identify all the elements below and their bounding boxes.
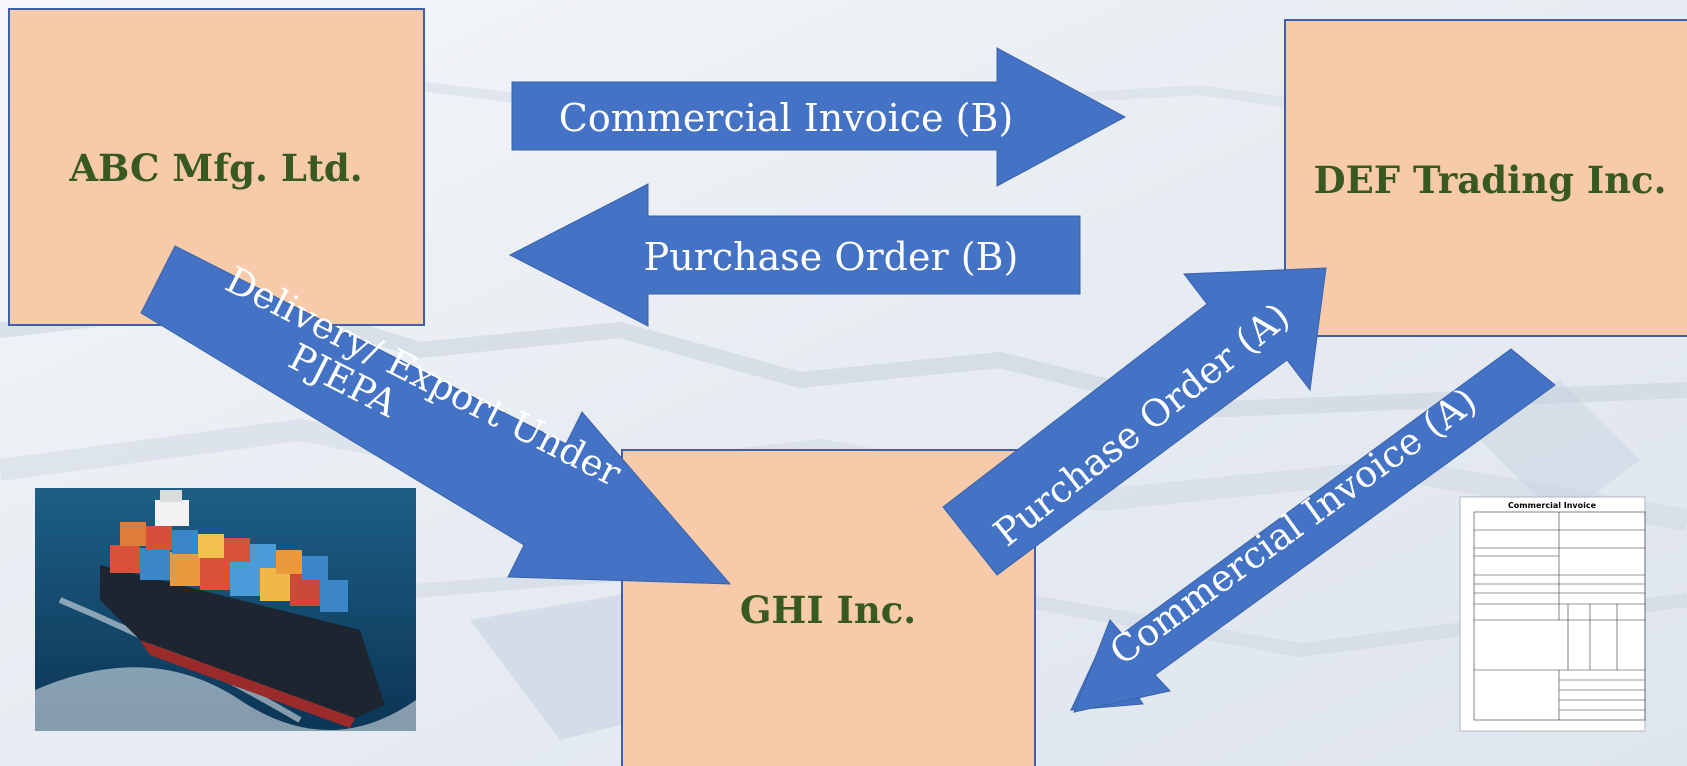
arrow-commercial-invoice-b-label: Commercial Invoice (B) (559, 96, 1013, 140)
invoice-document-image: Commercial Invoice (1459, 496, 1646, 732)
invoice-document-title: Commercial Invoice (1508, 501, 1597, 510)
entity-ghi-label: GHI Inc. (740, 588, 916, 632)
entity-def-label: DEF Trading Inc. (1314, 158, 1667, 202)
arrow-commercial-invoice-b: Commercial Invoice (B) (511, 47, 1127, 187)
entity-def-box: DEF Trading Inc. (1284, 19, 1687, 337)
arrow-purchase-order-b: Purchase Order (B) (508, 183, 1081, 327)
container-ship-image (35, 488, 416, 731)
entity-abc-label: ABC Mfg. Ltd. (68, 146, 362, 190)
arrow-purchase-order-b-label: Purchase Order (B) (644, 235, 1019, 279)
